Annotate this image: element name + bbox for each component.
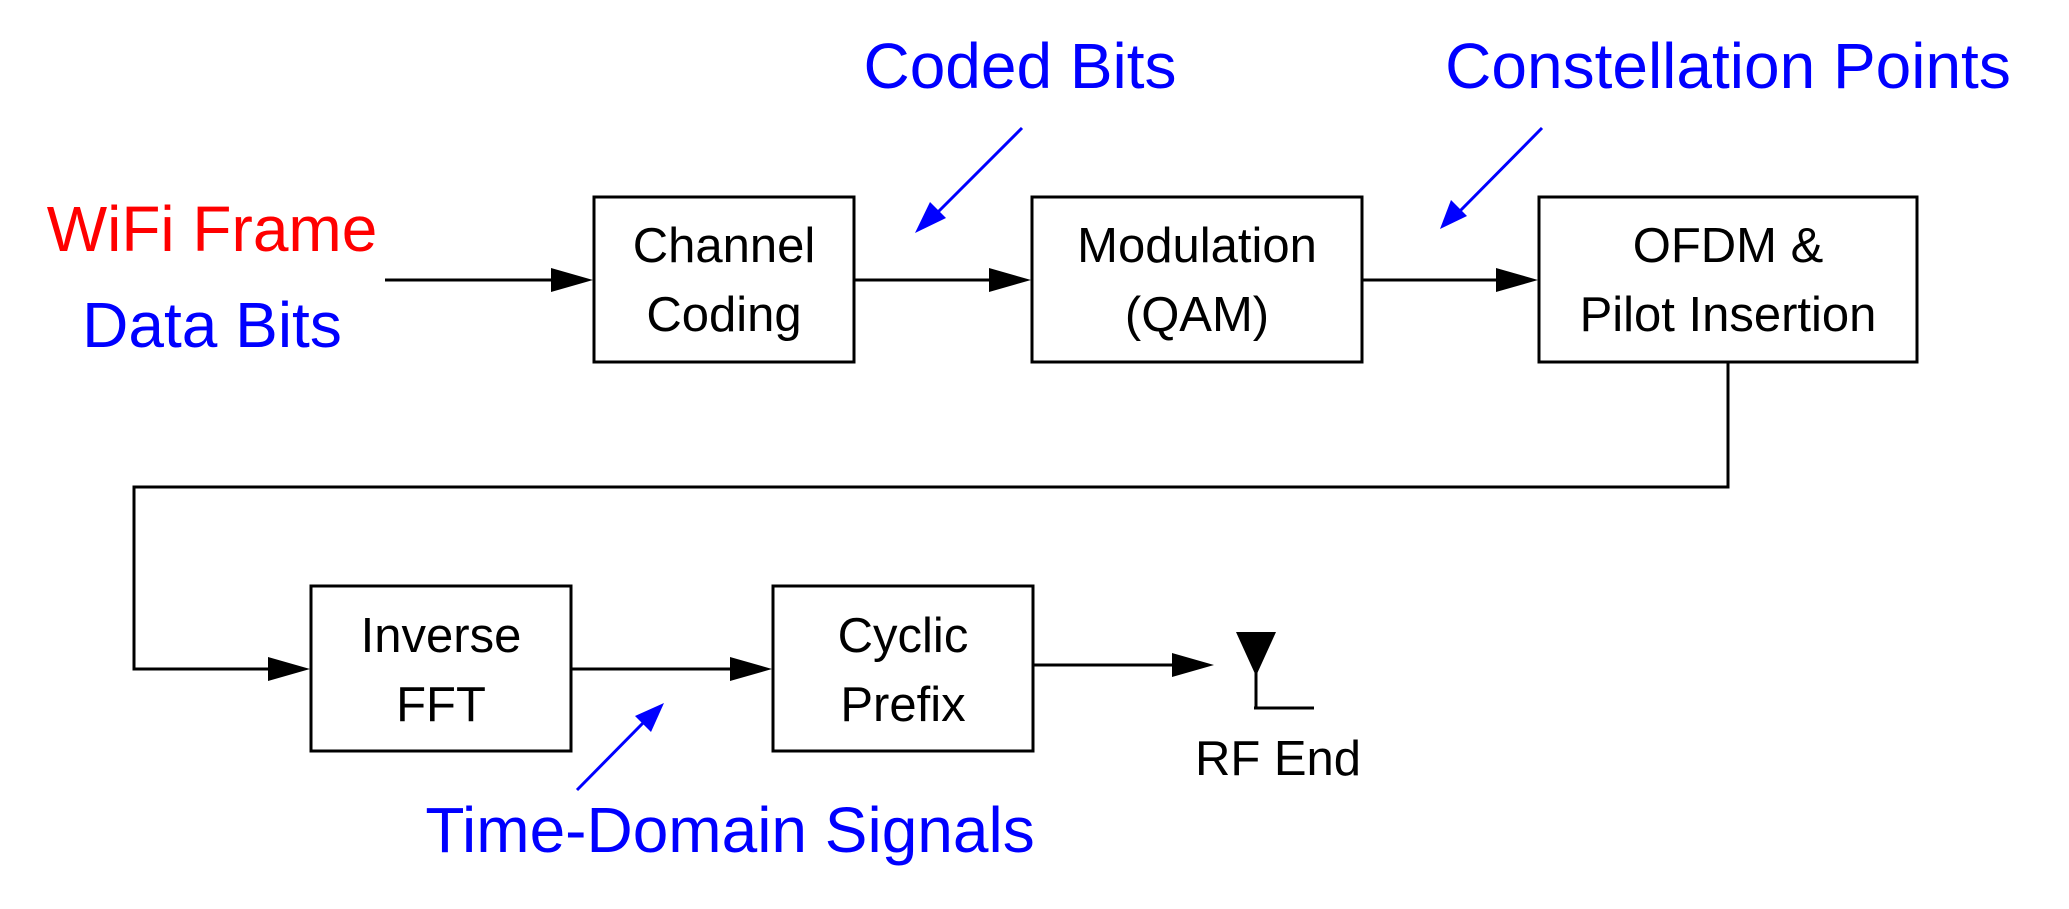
modulation-line1: Modulation bbox=[1077, 219, 1317, 273]
constellation-points-label: Constellation Points bbox=[1445, 30, 2011, 102]
arrowhead-channel-coding bbox=[551, 268, 593, 292]
channel-coding-line1: Channel bbox=[633, 219, 816, 273]
modulation-line2: (QAM) bbox=[1125, 288, 1269, 342]
cyclic-prefix-line1: Cyclic bbox=[838, 609, 969, 663]
arrowhead-rf-end bbox=[1172, 653, 1214, 677]
coded-bits-pointer bbox=[936, 126, 1024, 214]
cyclic-prefix-line2: Prefix bbox=[840, 678, 965, 732]
modulation-block bbox=[1030, 195, 1364, 364]
time-domain-signals-arrowhead bbox=[635, 703, 664, 732]
arrowhead-modulation bbox=[989, 268, 1031, 292]
inverse-fft-line1: Inverse bbox=[361, 609, 522, 663]
inverse-fft-block bbox=[309, 584, 573, 753]
rf-end-label: RF End bbox=[1195, 732, 1361, 786]
channel-coding-block bbox=[592, 195, 856, 364]
inverse-fft-line2: FFT bbox=[396, 678, 486, 732]
wire-ofdm-to-inverse-fft bbox=[132, 362, 1730, 671]
coded-bits-label: Coded Bits bbox=[863, 30, 1176, 102]
channel-coding-line2: Coding bbox=[646, 288, 801, 342]
ofdm-line1: OFDM & bbox=[1633, 219, 1824, 273]
ofdm-line2: Pilot Insertion bbox=[1580, 288, 1877, 342]
arrowhead-inverse-fft bbox=[268, 657, 310, 681]
coded-bits-arrowhead bbox=[915, 202, 946, 233]
ofdm-pilot-insertion-block bbox=[1537, 195, 1919, 364]
time-domain-signals-pointer bbox=[575, 721, 645, 792]
constellation-points-arrowhead bbox=[1440, 200, 1467, 229]
cyclic-prefix-block bbox=[771, 584, 1035, 753]
antenna-icon bbox=[1236, 632, 1314, 710]
input-label-line2: Data Bits bbox=[82, 289, 342, 361]
arrowhead-cyclic-prefix bbox=[730, 657, 772, 681]
arrowhead-ofdm bbox=[1496, 268, 1538, 292]
input-label-line1: WiFi Frame bbox=[47, 193, 378, 265]
constellation-points-pointer bbox=[1457, 126, 1544, 214]
time-domain-signals-label: Time-Domain Signals bbox=[425, 794, 1034, 866]
